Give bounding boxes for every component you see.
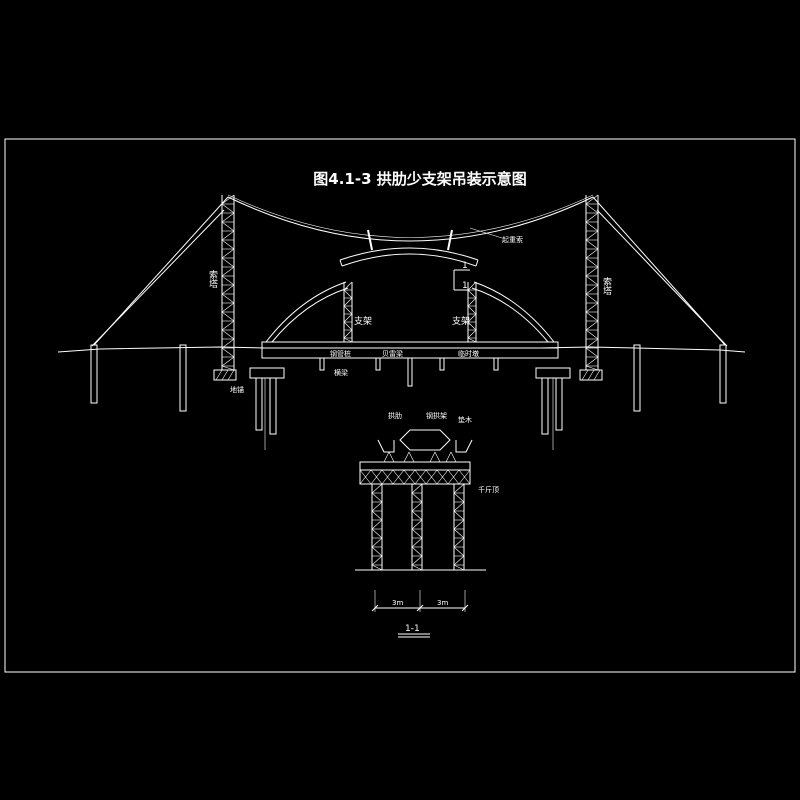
arch-rib-left: [265, 281, 349, 343]
section-view: [355, 429, 486, 638]
section-mark-top: 1: [462, 261, 468, 271]
bracket-right-label: 支架: [452, 315, 470, 327]
arch-rib-right: [471, 281, 555, 343]
tower-left: [221, 194, 235, 371]
sec-jack-label: 千斤顶: [478, 485, 499, 494]
anchor-label: 地锚: [230, 385, 244, 394]
bracket-left-label: 支架: [354, 315, 372, 327]
main-cable: [227, 196, 594, 242]
drawing-title: 图4.1-3 拱肋少支架吊装示意图: [313, 170, 526, 188]
drawing-frame: [4, 138, 796, 673]
sec-arch-rib-label: 拱肋: [388, 411, 402, 420]
deck-label-2: 贝雷梁: [382, 349, 403, 358]
section-view-title: 1-1: [405, 624, 420, 634]
arch-crown-segment: [339, 229, 479, 267]
bracket-left: [343, 281, 353, 343]
cable-label: 起重索: [502, 235, 523, 244]
deck-platform: [261, 341, 559, 359]
section-columns: [359, 451, 471, 571]
main-cable-upper: [227, 194, 594, 238]
tower-base-left: [213, 369, 237, 381]
abutment-right: [535, 367, 571, 450]
dim-right: 3m: [437, 599, 448, 607]
section-mark: [453, 269, 470, 291]
deck-label-1: 钢管桩: [330, 349, 351, 358]
dim-left: 3m: [392, 599, 403, 607]
back-stays: [91, 196, 728, 347]
tower-left-label: 索塔: [207, 269, 218, 289]
sec-timber-label: 垫木: [458, 415, 472, 424]
tower-right-label: 索塔: [601, 276, 612, 296]
section-mark-bottom: 1: [462, 281, 468, 291]
deck-label-3: 临时墩: [458, 349, 479, 358]
sec-steel-bracket-label: 钢拱架: [426, 411, 447, 420]
tower-base-right: [579, 369, 603, 381]
temp-piers: [319, 357, 499, 387]
deck-label-4: 横梁: [334, 368, 348, 377]
abutment-left: [249, 367, 285, 450]
bracket-right: [467, 281, 477, 343]
anchor-piles: [90, 344, 727, 412]
tower-right: [585, 194, 599, 371]
